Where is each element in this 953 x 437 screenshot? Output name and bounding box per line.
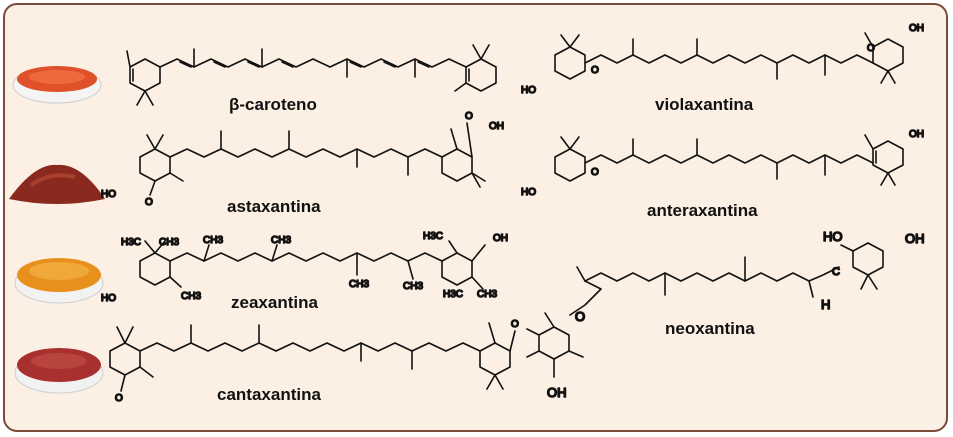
atom-label: HO bbox=[521, 187, 536, 198]
atom-label: O bbox=[591, 65, 599, 76]
pigment-dish-beta-carotene bbox=[12, 66, 102, 104]
structure-beta-carotene bbox=[126, 44, 497, 106]
label-beta-carotene: β-caroteno bbox=[229, 95, 317, 114]
atom-label: OH bbox=[493, 233, 508, 244]
molecule-structures: O OH HO O H3C CH3 CH3 CH3 CH3 CH3 H3C OH… bbox=[100, 22, 925, 405]
structure-violaxanthin bbox=[554, 32, 904, 84]
atom-label: HO bbox=[823, 229, 843, 244]
label-canthaxanthin: cantaxantina bbox=[217, 385, 321, 404]
atom-label: HO bbox=[521, 85, 536, 96]
label-antheraxanthin: anteraxantina bbox=[647, 201, 758, 220]
atom-label: H3C bbox=[443, 289, 463, 300]
pigment-dish-zeaxanthin bbox=[14, 258, 104, 304]
atom-label: OH bbox=[547, 385, 567, 400]
atom-label: OH bbox=[905, 231, 925, 246]
atom-label: CH3 bbox=[271, 235, 291, 246]
label-astaxanthin: astaxantina bbox=[227, 197, 321, 216]
atom-label: O bbox=[115, 393, 123, 404]
atom-label: CH3 bbox=[477, 289, 497, 300]
atom-label: C bbox=[832, 266, 840, 278]
atom-label: HO bbox=[101, 189, 116, 200]
atom-label: CH3 bbox=[349, 279, 369, 290]
atom-label: CH3 bbox=[159, 237, 179, 248]
atom-label: H3C bbox=[121, 237, 141, 248]
pigment-dish-canthaxanthin bbox=[14, 348, 104, 394]
atom-label: H3C bbox=[423, 231, 443, 242]
atom-label: OH bbox=[909, 129, 924, 140]
pigment-pile-astaxanthin bbox=[9, 164, 105, 204]
structure-neoxanthin bbox=[526, 242, 884, 378]
structure-astaxanthin bbox=[139, 122, 486, 196]
atom-label: H bbox=[821, 297, 830, 312]
atom-label: O bbox=[465, 111, 473, 122]
atom-label: CH3 bbox=[203, 235, 223, 246]
atom-label: HO bbox=[101, 293, 116, 304]
atom-label: OH bbox=[489, 121, 504, 132]
label-violaxanthin: violaxantina bbox=[655, 95, 754, 114]
structure-canthaxanthin bbox=[109, 322, 516, 392]
atom-label: OH bbox=[909, 23, 924, 34]
atom-label: O bbox=[575, 309, 585, 324]
structure-zeaxanthin bbox=[139, 240, 486, 290]
atom-label: CH3 bbox=[403, 281, 423, 292]
atom-label: O bbox=[145, 197, 153, 208]
atom-label: O bbox=[591, 167, 599, 178]
atom-label: CH3 bbox=[181, 291, 201, 302]
figure-frame: O OH HO O H3C CH3 CH3 CH3 CH3 CH3 H3C OH… bbox=[3, 3, 948, 432]
label-neoxanthin: neoxantina bbox=[665, 319, 755, 338]
atom-label: O bbox=[867, 43, 875, 54]
atom-label: O bbox=[511, 319, 519, 330]
structure-antheraxanthin bbox=[554, 134, 904, 186]
label-zeaxanthin: zeaxantina bbox=[231, 293, 318, 312]
